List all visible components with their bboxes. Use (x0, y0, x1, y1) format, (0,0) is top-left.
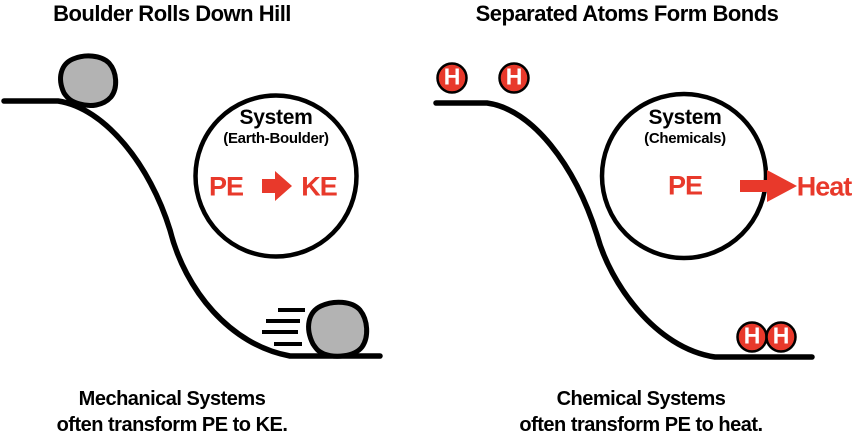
system-subtitle-right: (Chemicals) (644, 130, 726, 147)
motion-lines-icon (262, 308, 305, 346)
caption-line: Chemical Systems (556, 388, 726, 410)
caption-line: often transform PE to KE. (56, 414, 288, 436)
hydrogen-atom-icon (436, 62, 468, 94)
system-subtitle-left: (Earth-Boulder) (223, 130, 329, 147)
system-title-left: System (239, 106, 313, 129)
hydrogen-atom-icon (498, 62, 530, 94)
boulder-top-icon (58, 53, 119, 108)
system-title-right: System (648, 106, 722, 129)
hill-curve-right (433, 100, 815, 360)
energy-from-left: PE (208, 171, 244, 202)
caption-line: often transform PE to heat. (519, 414, 763, 436)
left-panel-caption: Mechanical Systems often transform PE to… (57, 386, 288, 438)
atom-symbol: H (743, 322, 761, 349)
atom-symbol: H (505, 63, 523, 90)
transform-arrow-right-icon (740, 170, 797, 202)
energy-from-right: PE (667, 170, 703, 201)
energy-to-left: KE (301, 171, 338, 202)
left-panel-title: Boulder Rolls Down Hill (53, 1, 291, 26)
right-panel-caption: Chemical Systems often transform PE to h… (519, 386, 763, 438)
right-panel-title: Separated Atoms Form Bonds (475, 1, 779, 26)
hydrogen-atom-icon (765, 321, 797, 353)
boulder-bottom-icon (306, 299, 370, 359)
caption-line: Mechanical Systems (78, 388, 266, 410)
atom-symbol: H (443, 63, 461, 90)
system-circle-right (599, 91, 769, 261)
system-label-left: System (Earth-Boulder) (223, 106, 329, 148)
transform-arrow-left-icon (262, 171, 292, 201)
system-label-right: System (Chemicals) (644, 106, 726, 148)
atom-symbol: H (772, 322, 790, 349)
hill-curve-left (1, 98, 383, 359)
energy-to-right: Heat (796, 171, 853, 202)
